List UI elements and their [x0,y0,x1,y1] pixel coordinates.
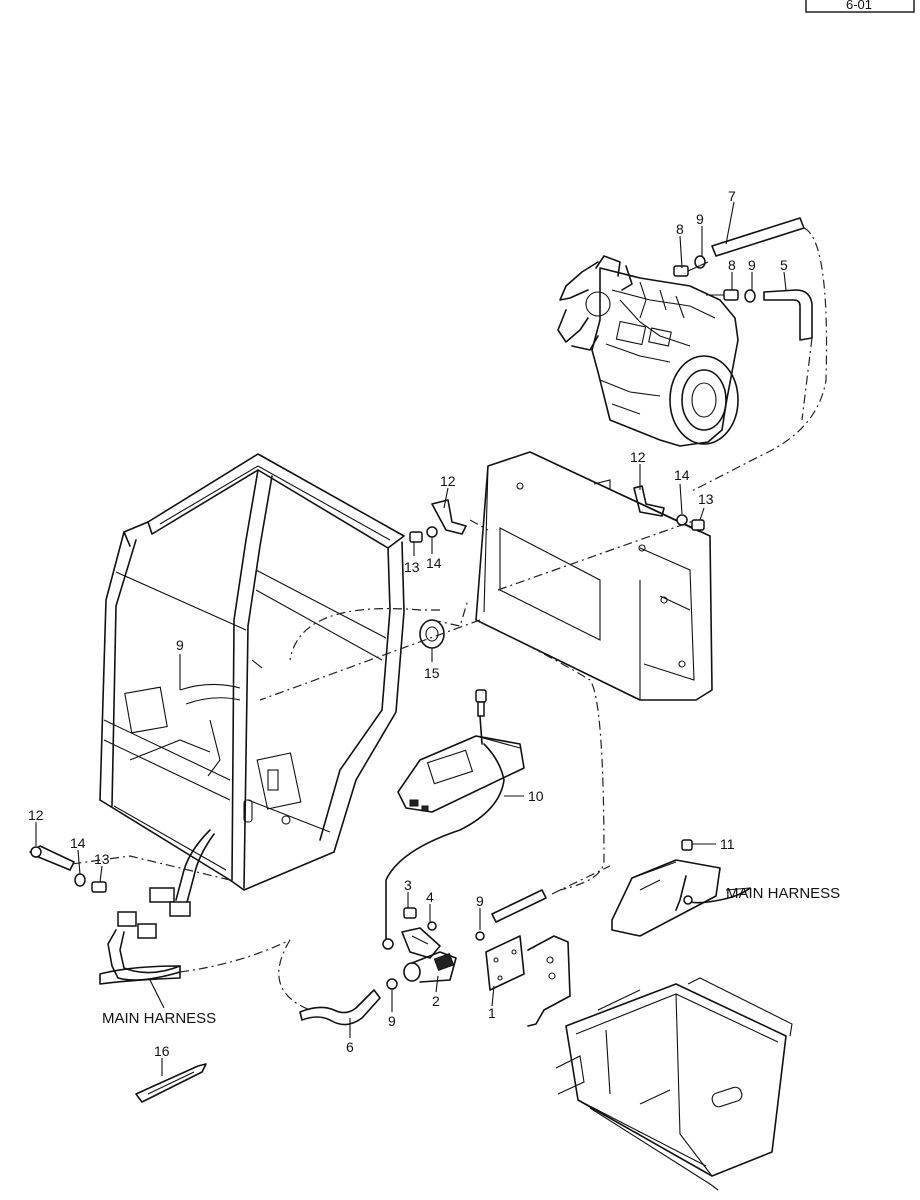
hose-7 [711,217,805,257]
engine-fan [557,255,633,351]
clamp-9-bottom [386,978,398,990]
instrument-panel-10 [397,735,525,813]
callout-8a: 8 [676,221,684,237]
callout-14a: 14 [426,555,442,571]
callouts: 7 8 9 8 9 5 12 13 14 15 12 14 13 9 10 11… [28,188,788,1059]
callout-7: 7 [728,188,736,204]
callout-13c: 13 [94,851,110,867]
engine-fittings [673,255,756,303]
leader-lines [35,201,787,1076]
callout-5: 5 [780,257,788,273]
cab-harness [99,829,215,985]
callout-12c: 12 [28,807,44,823]
callout-9d: 9 [476,893,484,909]
routing-lines [71,227,828,1011]
engine-assembly [557,255,739,447]
label-main-harness-left: MAIN HARNESS [102,1010,216,1027]
callout-6: 6 [346,1039,354,1055]
bolts-washers [74,514,705,893]
callout-11: 11 [720,836,735,852]
callout-1: 1 [488,1005,496,1021]
callout-12a: 12 [440,473,456,489]
callout-14b: 14 [674,467,690,483]
callout-16: 16 [154,1043,170,1059]
hose-5 [763,289,813,341]
radiator-cover [475,451,713,701]
callout-9e: 9 [388,1013,396,1029]
callout-8b: 8 [728,257,736,273]
battery-tray [555,977,793,1191]
plate-1 [485,935,525,991]
bracket-12-mid [431,499,467,535]
sheet-id-text: 6-01 [846,0,872,12]
bracket-right [527,935,571,1027]
label-main-harness-right: MAIN HARNESS [726,885,840,902]
hose-6 [299,989,381,1026]
pipe-mid [491,889,547,923]
callout-12b: 12 [630,449,646,465]
cab-frame [99,453,405,891]
sender-cable-10 [382,689,505,950]
callout-15: 15 [424,665,440,681]
relay-parts [401,907,485,983]
bracket-12-right [633,485,665,517]
console-box [611,839,751,937]
callout-9c: 9 [176,637,184,653]
sheet-id-box: 6-01 [805,0,915,13]
callout-10: 10 [528,788,544,804]
callout-13b: 13 [698,491,714,507]
tool-16 [135,1063,207,1103]
callout-9b: 9 [748,257,756,273]
callout-9a: 9 [696,211,704,227]
callout-4: 4 [426,889,434,905]
callout-2: 2 [432,993,440,1009]
bracket-12-left [29,845,75,871]
callout-13a: 13 [404,559,420,575]
callout-14c: 14 [70,835,86,851]
callout-3: 3 [404,877,412,893]
